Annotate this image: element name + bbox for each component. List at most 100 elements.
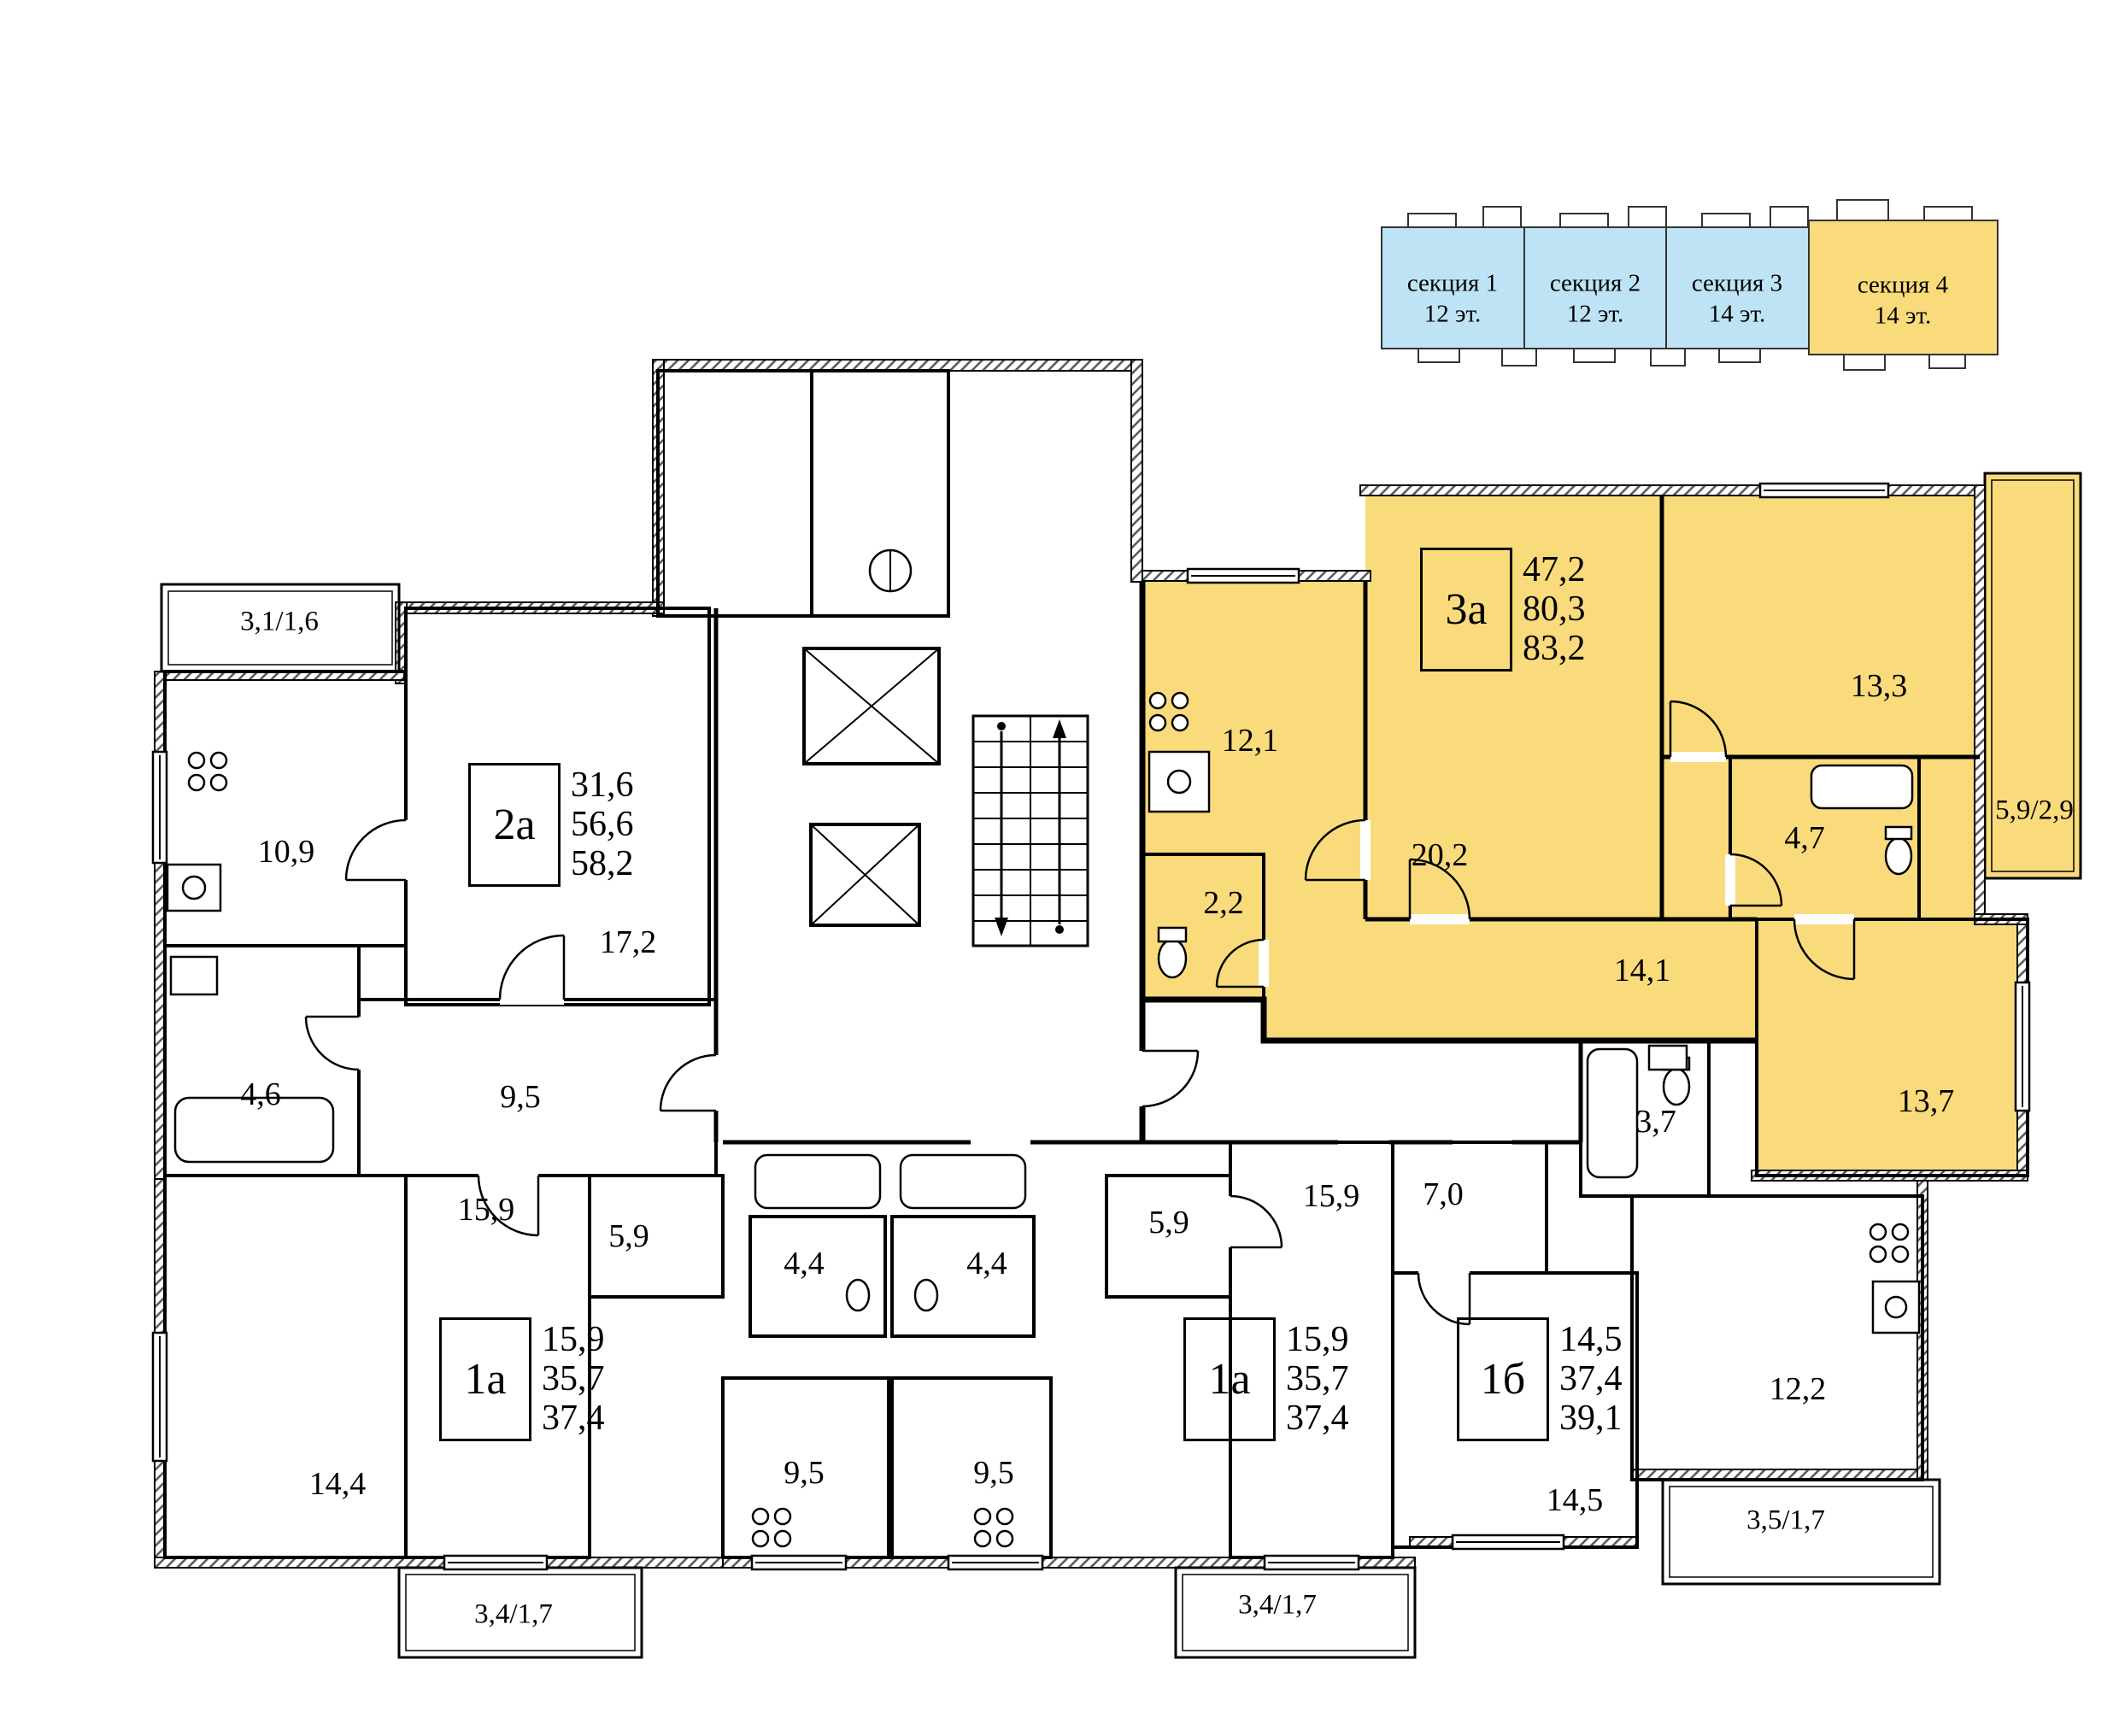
apartment-areas: 31,6 56,6 58,2 <box>571 763 634 887</box>
room-area-label-living-1aR: 15,9 <box>1302 1178 1360 1214</box>
room-area-label-bath-1aR: 4,4 <box>966 1246 1007 1281</box>
total-area-value: 37,4 <box>542 1399 605 1439</box>
usable-area-value: 56,6 <box>571 805 634 845</box>
balconies <box>160 583 1941 1659</box>
windows <box>151 482 2031 1571</box>
bathtub-icon <box>173 1096 335 1164</box>
living-area-value: 31,6 <box>571 765 634 805</box>
room-area-label-bath-1aL: 4,4 <box>784 1246 825 1281</box>
room-area-label-living-1b: 14,5 <box>1546 1482 1604 1518</box>
legend-section-1[interactable] <box>1381 226 1525 349</box>
room-area-label-living-3a: 20,2 <box>1411 837 1469 873</box>
room-area-label-balcony-1aL: 3,4/1,7 <box>474 1598 553 1630</box>
total-area-value: 37,4 <box>1286 1399 1349 1439</box>
apartment-type-box: 1а <box>1183 1317 1276 1441</box>
room-area-label-balcony-2a: 3,1/1,6 <box>240 606 319 637</box>
stove-icon <box>1869 1223 1910 1264</box>
room-area-label-wc-3a: 2,2 <box>1203 885 1244 921</box>
sink-icon <box>1871 1280 1921 1334</box>
usable-area-value: 35,7 <box>542 1359 605 1399</box>
legend-section-floors: 14 эт. <box>1708 300 1766 328</box>
fixtures <box>166 691 1921 1548</box>
sink-icon <box>1148 750 1211 813</box>
legend-section-4[interactable] <box>1808 220 1999 355</box>
apartment-info-3a: 3а 47,2 80,3 83,2 <box>1420 548 1586 672</box>
legend-section-name: секция 2 <box>1549 269 1641 297</box>
apartment-type-label: 2а <box>493 800 536 849</box>
stove-icon <box>751 1507 792 1548</box>
stove-icon <box>187 751 228 792</box>
living-area-value: 15,9 <box>542 1320 605 1359</box>
legend-section-floors: 12 эт. <box>1423 300 1482 328</box>
stove-icon <box>973 1507 1014 1548</box>
room-area-label-kitchen-1b: 12,2 <box>1769 1371 1827 1407</box>
room-area-label-balcony-3a: 5,9/2,9 <box>1995 795 2074 826</box>
room-area-label-bedroom1-3a: 13,3 <box>1850 668 1908 704</box>
apartment-type-box: 2а <box>468 763 561 887</box>
room-area-label-kitchen2-1aR: 9,5 <box>973 1455 1014 1491</box>
room-area-label-bath-1b: 3,7 <box>1635 1104 1676 1140</box>
room-area-label-balcony-1aR: 3,4/1,7 <box>1238 1589 1317 1621</box>
sink-icon <box>1647 1044 1688 1071</box>
toilet-icon <box>1884 825 1913 876</box>
building-section-legend <box>1381 199 1999 371</box>
room-area-label-living-1aL: 15,9 <box>457 1192 515 1228</box>
usable-area-value: 80,3 <box>1523 589 1586 630</box>
room-area-label-kitchen2-1aL: 9,5 <box>784 1455 825 1491</box>
toilet-icon <box>1157 926 1188 979</box>
apartment-type-box: 1а <box>439 1317 531 1441</box>
apartment-info-1a-left: 1а 15,9 35,7 37,4 <box>439 1317 605 1441</box>
door-swings <box>304 700 1856 1326</box>
sink-icon <box>166 863 222 912</box>
toilet-icon <box>845 1278 871 1312</box>
legend-section-2[interactable] <box>1523 226 1667 349</box>
legend-section-name: секция 4 <box>1857 271 1949 299</box>
bathtub-icon <box>1586 1047 1639 1179</box>
legend-section-3[interactable] <box>1665 226 1810 349</box>
apartment-type-label: 1а <box>464 1354 507 1404</box>
bathtub-icon <box>1810 764 1914 810</box>
door-openings <box>354 752 1854 1278</box>
bathtub-icon <box>754 1153 882 1210</box>
balcony-3a-outline <box>1983 472 2082 880</box>
room-area-label-balcony-1b: 3,5/1,7 <box>1746 1504 1825 1536</box>
apartment-type-label: 1а <box>1208 1354 1251 1404</box>
room-area-label-hall-1aR: 5,9 <box>1148 1205 1189 1240</box>
living-area-value: 15,9 <box>1286 1320 1349 1359</box>
legend-section-name: секция 1 <box>1406 269 1499 297</box>
legend-section-floors: 14 эт. <box>1874 302 1932 330</box>
room-area-label-hall-1b: 7,0 <box>1423 1176 1464 1212</box>
apartment-type-label: 1б <box>1480 1354 1526 1404</box>
legend-section-floors: 12 эт. <box>1566 300 1624 328</box>
apartment-type-box: 1б <box>1457 1317 1549 1441</box>
room-area-label-hall-3a: 14,1 <box>1613 953 1671 988</box>
room-area-label-hall-2a: 9,5 <box>500 1079 541 1115</box>
apartment-info-1b: 1б 14,5 37,4 39,1 <box>1457 1317 1623 1441</box>
room-area-label-kitchen-2a: 10,9 <box>257 834 315 870</box>
living-area-value: 47,2 <box>1523 550 1586 589</box>
room-area-label-bath-2a: 4,6 <box>240 1076 281 1112</box>
room-area-label-bath-3a: 4,7 <box>1784 820 1825 856</box>
total-area-value: 83,2 <box>1523 629 1586 669</box>
apartment-type-box: 3а <box>1420 548 1512 672</box>
apartment-areas: 14,5 37,4 39,1 <box>1559 1317 1623 1441</box>
stove-icon <box>1148 691 1189 732</box>
legend-section-name: секция 3 <box>1691 269 1783 297</box>
apartment-areas: 15,9 35,7 37,4 <box>542 1317 605 1441</box>
usable-area-value: 35,7 <box>1286 1359 1349 1399</box>
apartment-areas: 15,9 35,7 37,4 <box>1286 1317 1349 1441</box>
living-area-value: 14,5 <box>1559 1320 1623 1359</box>
bathtub-icon <box>899 1153 1027 1210</box>
total-area-value: 58,2 <box>571 844 634 884</box>
apartment-type-label: 3а <box>1445 584 1488 634</box>
usable-area-value: 37,4 <box>1559 1359 1623 1399</box>
room-area-label-kitchen-1aL: 14,4 <box>308 1466 367 1502</box>
room-area-label-bedroom2-3a: 13,7 <box>1897 1083 1955 1119</box>
room-area-label-hall-1aL: 5,9 <box>608 1218 649 1254</box>
apartment-info-2a: 2а 31,6 56,6 58,2 <box>468 763 634 887</box>
apartment-info-1a-right: 1а 15,9 35,7 37,4 <box>1183 1317 1349 1441</box>
room-area-label-kitchen-3a: 12,1 <box>1221 723 1279 759</box>
sink-icon <box>169 955 219 996</box>
